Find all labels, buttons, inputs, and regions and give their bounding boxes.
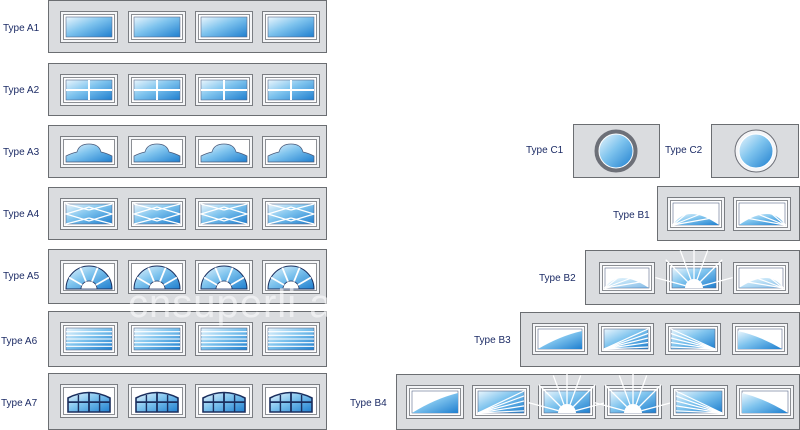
window-b3-3 [665,323,721,355]
window-a6-2 [128,322,186,356]
window-c1 [594,129,638,173]
window-b4-6 [736,385,794,419]
window-b4-2 [472,385,530,419]
window-a6-4 [262,322,320,356]
window-b4-1 [406,385,464,419]
label-type-a3: Type A3 [3,147,40,158]
window-a4-4 [262,198,320,230]
window-a7-4 [262,384,320,418]
label-type-a6: Type A6 [1,336,38,347]
window-b4-5 [670,385,728,419]
label-type-c2: Type C2 [665,145,703,156]
label-type-b4: Type B4 [350,398,387,409]
window-a4-3 [195,198,253,230]
window-b2-1 [599,262,655,294]
label-type-b3: Type B3 [474,335,511,346]
window-a2-1 [60,74,118,106]
window-a7-1 [60,384,118,418]
window-a1-4 [262,11,320,43]
window-a5-4 [262,260,320,294]
window-a3-2 [128,136,186,168]
label-type-b1: Type B1 [613,210,650,221]
window-a1-1 [60,11,118,43]
window-a5-1 [60,260,118,294]
label-type-a4: Type A4 [3,209,40,220]
window-a5-2 [128,260,186,294]
window-a7-3 [195,384,253,418]
window-a1-2 [128,11,186,43]
window-a1-3 [195,11,253,43]
window-a4-1 [60,198,118,230]
label-type-b2: Type B2 [539,273,576,284]
window-b1-2 [733,197,791,231]
window-b4-4 [594,373,672,419]
window-a2-3 [195,74,253,106]
window-b3-4 [732,323,788,355]
window-a2-2 [128,74,186,106]
label-type-c1: Type C1 [526,145,564,156]
label-type-a2: Type A2 [3,85,40,96]
window-a4-2 [128,198,186,230]
window-a3-4 [262,136,320,168]
label-type-a7: Type A7 [1,398,38,409]
label-type-a1: Type A1 [3,23,40,34]
window-a6-1 [60,322,118,356]
window-b4-3 [528,373,606,419]
window-a7-2 [128,384,186,418]
window-a3-1 [60,136,118,168]
window-b2-3 [733,262,789,294]
window-b1-1 [667,197,725,231]
window-b3-1 [532,323,588,355]
window-a3-3 [195,136,253,168]
window-a6-3 [195,322,253,356]
window-c2 [734,129,778,173]
window-b2-2 [655,248,733,294]
label-type-a5: Type A5 [3,271,40,282]
window-b3-2 [598,323,654,355]
window-a2-4 [262,74,320,106]
window-a5-3 [195,260,253,294]
